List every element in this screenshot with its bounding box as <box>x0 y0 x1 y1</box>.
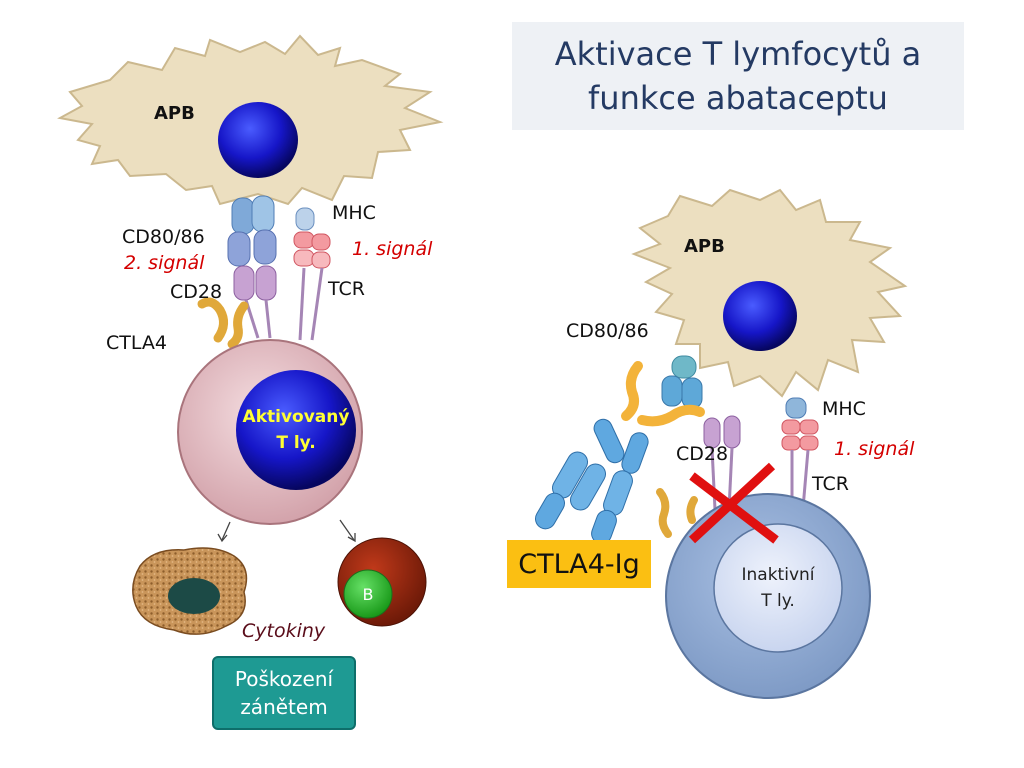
left-signal1-label: 1. signál <box>352 238 433 260</box>
right-apc-cell <box>631 188 908 398</box>
damage-box: Poškození zánětem <box>212 656 356 730</box>
right-tcell-label-2: T ly. <box>760 591 795 611</box>
left-tcell-label-2: T ly. <box>276 433 315 453</box>
left-mhc-tcr-complex <box>293 207 331 341</box>
left-apc-nucleus <box>218 102 298 178</box>
left-arrows <box>217 519 356 543</box>
left-cd80-cd28-complex <box>227 195 277 339</box>
left-cd80-label: CD80/86 <box>122 226 205 248</box>
left-cd28-label: CD28 <box>170 281 223 303</box>
ctla4-ig-drug <box>535 361 705 545</box>
right-mhc-label: MHC <box>822 398 866 420</box>
right-inactive-t-cell <box>665 493 871 699</box>
left-tcr-label: TCR <box>328 278 365 300</box>
block-cross-icon <box>688 462 779 544</box>
title-line-1: Aktivace T lymfocytů a <box>554 35 922 73</box>
right-cd80-label: CD80/86 <box>566 320 649 342</box>
left-apc-cell <box>57 34 444 206</box>
left-apc-label: APB <box>154 103 195 124</box>
right-tcr-label: TCR <box>812 473 849 495</box>
b-cell-label: B <box>363 585 374 604</box>
damage-line-1: Poškození <box>234 667 334 691</box>
right-signal1-label: 1. signál <box>834 438 915 460</box>
left-activated-t-cell <box>177 339 363 525</box>
right-ctla4 <box>656 488 698 538</box>
macrophage-cell <box>132 547 248 635</box>
left-signal2-label: 2. signál <box>124 252 205 274</box>
left-mhc-label: MHC <box>332 202 376 224</box>
cytokines-label: Cytokiny <box>242 620 326 642</box>
right-tcell-label-1: Inaktivní <box>742 565 816 585</box>
right-cd80 <box>661 355 703 409</box>
ctla4-ig-label: CTLA4-Ig <box>507 540 651 588</box>
damage-line-2: zánětem <box>240 695 328 719</box>
right-cd28-label: CD28 <box>676 443 729 465</box>
right-mhc-tcr-complex <box>781 397 819 521</box>
b-cell <box>337 537 427 627</box>
left-tcell-label-1: Aktivovaný <box>243 407 350 427</box>
title-box: Aktivace T lymfocytů a funkce abataceptu <box>512 22 964 130</box>
right-apc-nucleus <box>723 281 797 351</box>
left-ctla4-label: CTLA4 <box>106 332 167 354</box>
right-apc-label: APB <box>684 236 725 257</box>
left-ctla4 <box>197 297 249 349</box>
title-line-2: funkce abataceptu <box>588 79 888 117</box>
